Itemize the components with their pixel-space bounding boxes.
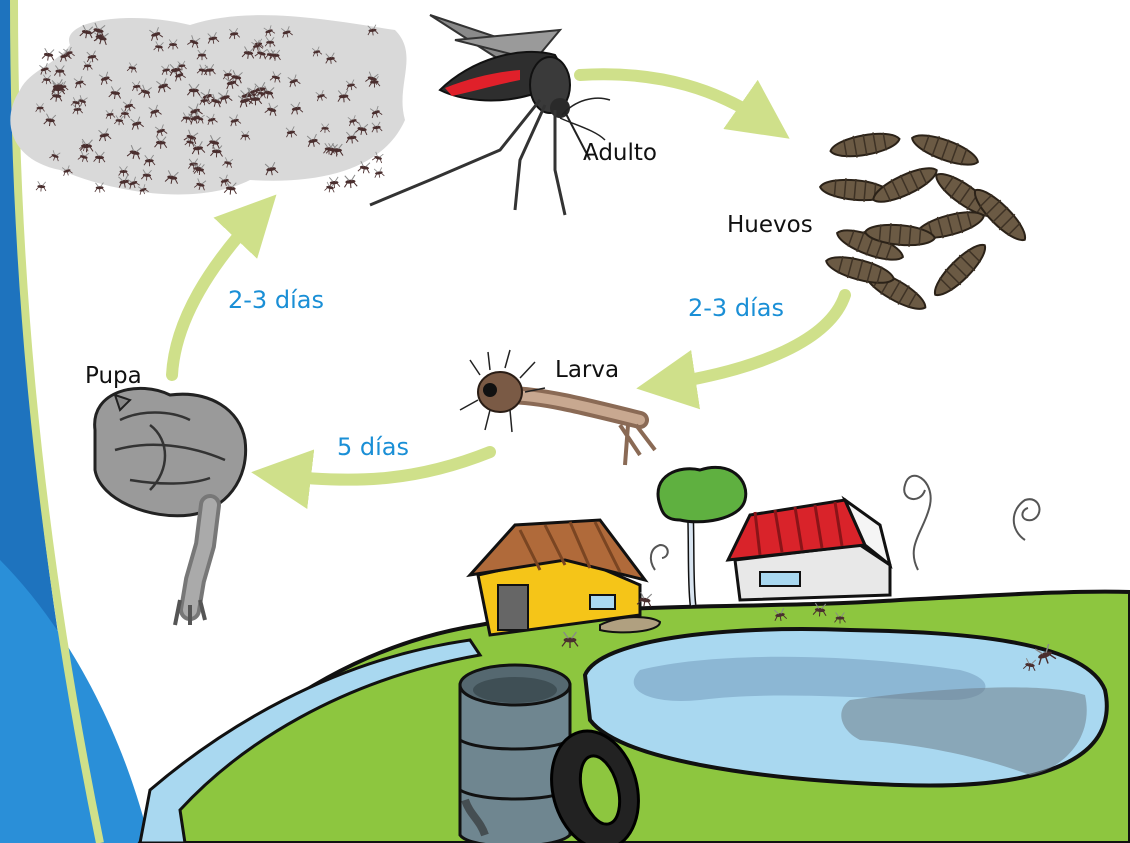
duration-label-huevos-larva: 2-3 días	[688, 296, 784, 320]
tree	[658, 467, 746, 605]
pupa-illustration	[95, 388, 246, 625]
stage-label-adulto: Adulto	[583, 142, 657, 165]
stage-label-larva: Larva	[555, 359, 619, 382]
yellow-house	[470, 520, 660, 635]
stage-label-huevos: Huevos	[727, 214, 813, 237]
red-roof-house	[728, 500, 890, 600]
barrel	[460, 665, 570, 843]
mini-mosquito	[36, 181, 47, 192]
breeding-landscape	[140, 467, 1130, 843]
egg	[927, 237, 992, 302]
mini-mosquito	[42, 48, 55, 61]
mini-mosquito	[344, 175, 358, 189]
egg	[908, 128, 981, 173]
mosquito-swarm	[10, 15, 406, 195]
mini-mosquito	[373, 167, 384, 178]
adult-mosquito-illustration	[370, 15, 610, 215]
egg-cluster	[819, 128, 1032, 317]
egg	[829, 128, 902, 162]
swarm-cloud	[10, 15, 406, 194]
duration-label-pupa-adulto: 2-3 días	[228, 288, 324, 312]
stage-label-pupa: Pupa	[85, 365, 142, 388]
duration-label-larva-pupa: 5 días	[337, 435, 409, 459]
